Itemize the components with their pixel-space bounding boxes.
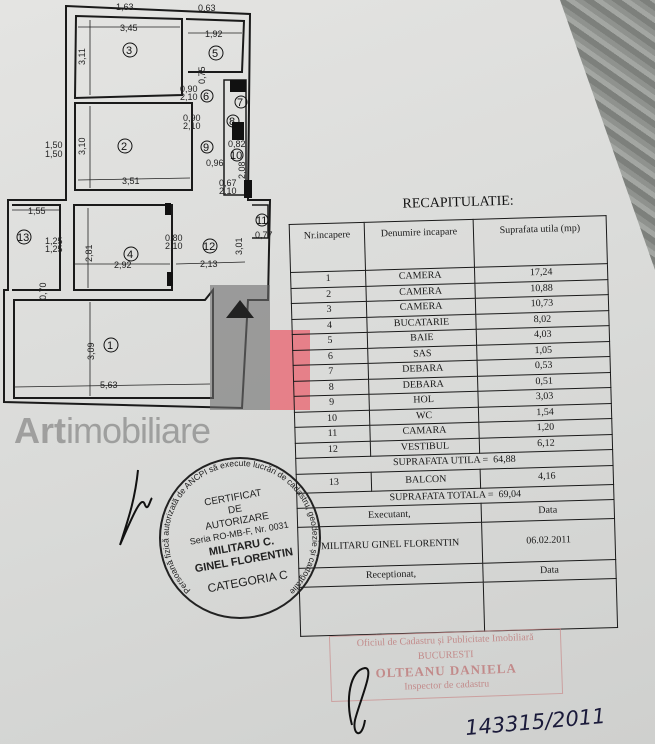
watermark-text: Artimobiliare [14,410,211,451]
svg-text:2,10: 2,10 [180,92,198,102]
dim-room-10-height: 2,08 [237,161,247,179]
room-3-wall [73,14,183,100]
room-12-label: 12 [203,241,215,253]
svg-text:2,13: 2,13 [200,259,218,269]
svg-text:0,96: 0,96 [206,158,224,168]
svg-text:0,77: 0,77 [255,230,273,240]
svg-text:0,90: 0,90 [183,113,201,123]
room-7-label: 7 [237,97,243,109]
svg-text:2,10: 2,10 [219,186,237,196]
svg-text:3,10: 3,10 [77,137,87,155]
svg-text:2,81: 2,81 [84,244,94,262]
svg-text:1,25: 1,25 [45,236,63,246]
svg-text:2,10: 2,10 [183,121,201,131]
svg-text:1,55: 1,55 [28,206,46,216]
dim-balcony-door-width: 0,70 [38,282,48,300]
svg-text:1,50: 1,50 [45,140,63,150]
svg-text:1,50: 1,50 [45,149,63,159]
room-10-label: 10 [230,150,242,162]
watermark-red-block [270,330,310,410]
room-number-labels: 3 5 2 6 7 8 9 10 11 4 12 13 1 [16,42,269,353]
room-9-label: 9 [203,142,209,154]
room-2-wall [74,102,193,191]
svg-text:1,92: 1,92 [205,29,223,39]
svg-text:2,92: 2,92 [114,260,132,270]
room-2-label: 2 [121,141,127,153]
svg-text:1,25: 1,25 [45,244,63,254]
svg-text:3,45: 3,45 [120,23,138,33]
svg-text:0,80: 0,80 [165,233,183,243]
dim-window-5: 0,63 [198,3,216,13]
room-1-label: 1 [107,340,113,352]
svg-text:3,11: 3,11 [77,48,87,65]
room-5-label: 5 [212,48,218,60]
svg-text:3,51: 3,51 [122,176,140,186]
signature-1 [119,469,153,546]
room-13-wall [12,204,61,291]
room-5-wall [185,18,246,73]
room-13-label: 13 [17,232,29,244]
svg-text:0,82: 0,82 [228,139,246,149]
room-4-label: 4 [127,249,133,261]
room-4-wall [73,204,173,291]
svg-text:5,63: 5,63 [100,380,118,390]
svg-text:3,01: 3,01 [234,237,244,255]
svg-text:3,09: 3,09 [86,342,96,360]
svg-text:DE: DE [227,503,243,516]
svg-text:0,90: 0,90 [180,84,198,94]
svg-text:0,67: 0,67 [219,178,237,188]
room-6-label: 6 [203,91,209,103]
room-11-label: 11 [256,215,267,227]
watermark-triangle-icon [226,300,254,318]
room-8-label: 8 [229,116,235,128]
room-3-label: 3 [126,45,132,57]
dimension-labels: 3,45 1,92 3,11 3,10 3,51 1,50 1,50 0,90 … [28,2,273,390]
svg-text:2,10: 2,10 [165,241,183,251]
dim-window-3: 1,63 [116,2,134,12]
dim-door-5-width: 0,75 [197,66,207,84]
